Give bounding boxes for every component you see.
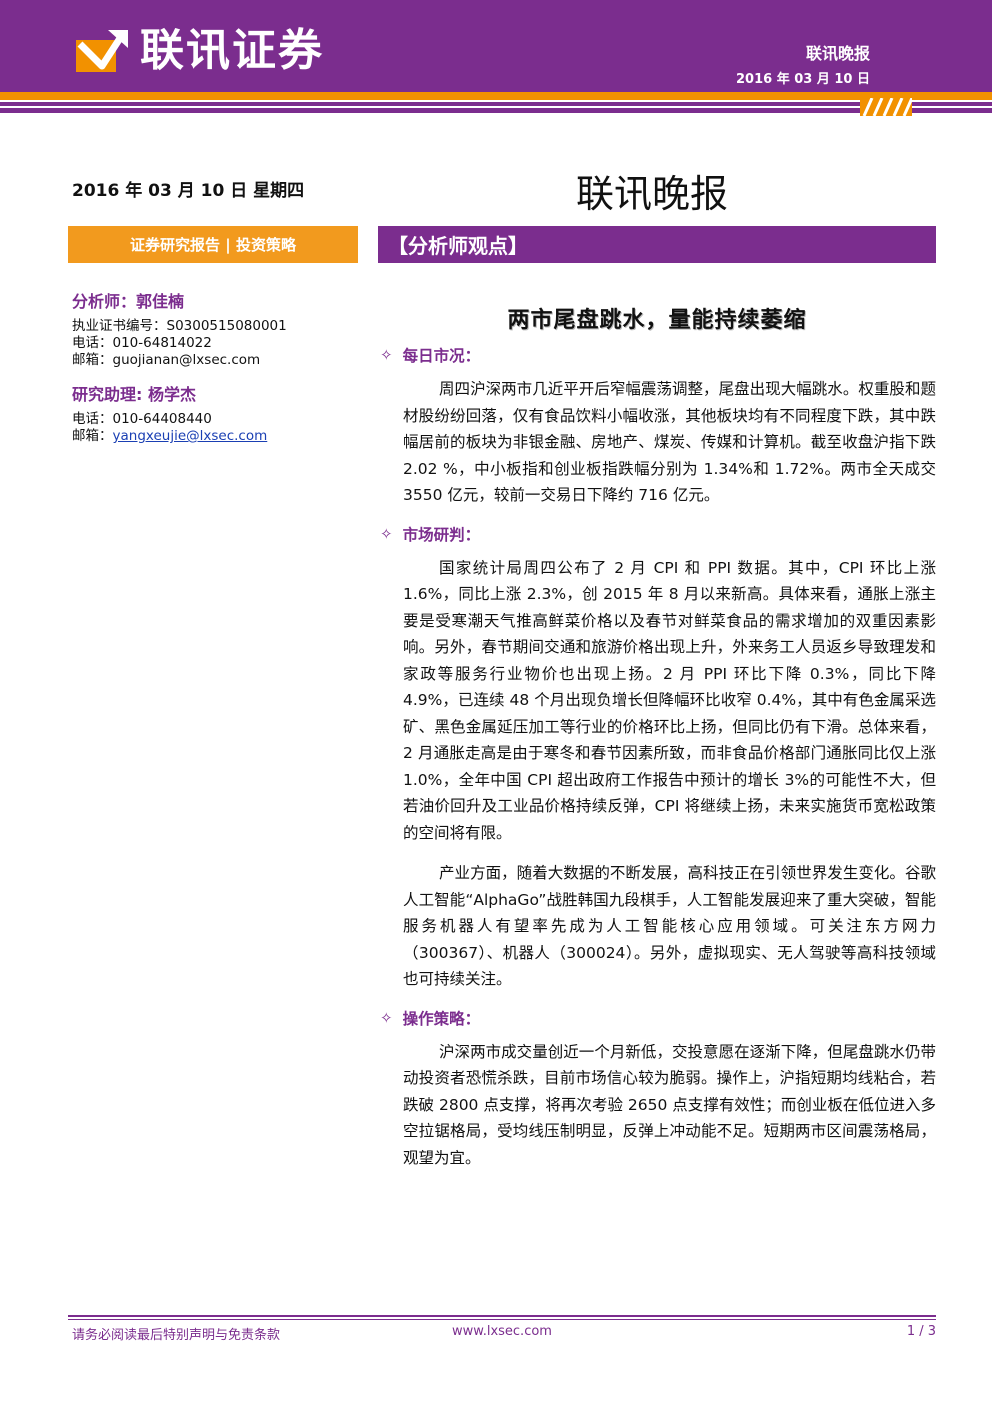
- footer-disclaimer: 请务必阅读最后特别声明与免责条款: [72, 1328, 281, 1343]
- section-heading-strategy: ✧ 操作策略：: [380, 1007, 936, 1029]
- article-title: 两市尾盘跳水，量能持续萎缩: [507, 308, 807, 333]
- report-date-line: 2016 年 03 月 10 日 星期四: [72, 181, 305, 201]
- paragraph: 国家统计局周四公布了 2 月 CPI 和 PPI 数据。其中，CPI 环比上涨 …: [403, 558, 936, 842]
- section-heading-label: 每日市况：: [402, 347, 481, 365]
- assistant-phone: 电话：010-64408440: [72, 411, 212, 427]
- diamond-outline-icon: ✧: [380, 524, 393, 543]
- lianxun-logo-icon: [76, 30, 128, 72]
- header-report-title: 联讯晚报: [805, 44, 870, 63]
- analyst-email: 邮箱：guojianan@lxsec.com: [72, 352, 261, 368]
- header-report-date: 2016 年 03 月 10 日: [736, 72, 870, 87]
- analyst-info: 分析师：郭佳楠 执业证书编号：S0300515080001 电话：010-648…: [72, 288, 362, 445]
- report-name: 联讯晚报: [576, 172, 729, 216]
- category-bar: 证券研究报告 | 投资策略: [68, 226, 358, 263]
- assistant-name: 研究助理: 杨学杰: [72, 385, 196, 404]
- header-divider: [0, 106, 992, 108]
- section-heading-judgement: ✧ 市场研判：: [380, 523, 936, 545]
- header-banner: 联讯证券 联讯晚报 2016 年 03 月 10 日: [0, 0, 992, 92]
- analyst-phone: 电话：010-64814022: [72, 335, 212, 351]
- section-heading-label: 操作策略：: [402, 1009, 481, 1028]
- assistant-email-label: 邮箱：: [72, 428, 113, 444]
- diamond-outline-icon: ✧: [380, 346, 393, 364]
- header-hatch-decoration: [860, 98, 912, 116]
- footer-website[interactable]: www.lxsec.com: [452, 1324, 552, 1339]
- header-orange-stripe: [0, 92, 992, 100]
- assistant-email-link[interactable]: yangxeujie@lxsec.com: [112, 428, 268, 444]
- brand-name: 联讯证券: [140, 25, 324, 76]
- section-heading-label: 市场研判：: [402, 525, 481, 544]
- section-bar: 【分析师观点】: [378, 226, 936, 263]
- paragraph: 周四沪深两市几近平开后窄幅震荡调整，尾盘出现大幅跳水。权重股和题材股纷纷回落，仅…: [403, 380, 936, 504]
- analyst-license: 执业证书编号：S0300515080001: [72, 318, 287, 334]
- analyst-name: 分析师：郭佳楠: [72, 292, 185, 311]
- paragraph: 沪深两市成交量创近一个月新低，交投意愿在逐渐下降，但尾盘跳水仍带动投资者恐慌杀跌…: [403, 1042, 936, 1167]
- footer-page-number: 1 / 3: [906, 1324, 936, 1339]
- diamond-outline-icon: ✧: [380, 1008, 393, 1027]
- footer-divider-thin: [68, 1319, 936, 1320]
- footer-divider: [68, 1315, 936, 1317]
- section-heading-daily: ✧ 每日市况：: [380, 344, 936, 366]
- paragraph: 产业方面，随着大数据的不断发展，高科技正在引领世界发生变化。谷歌人工智能“Alp…: [403, 864, 936, 988]
- article: 两市尾盘跳水，量能持续萎缩 ✧ 每日市况： 周四沪深两市几近平开后窄幅震荡调整，…: [378, 300, 936, 1185]
- assistant-email-row: 邮箱：yangxeujie@lxsec.com: [72, 428, 362, 445]
